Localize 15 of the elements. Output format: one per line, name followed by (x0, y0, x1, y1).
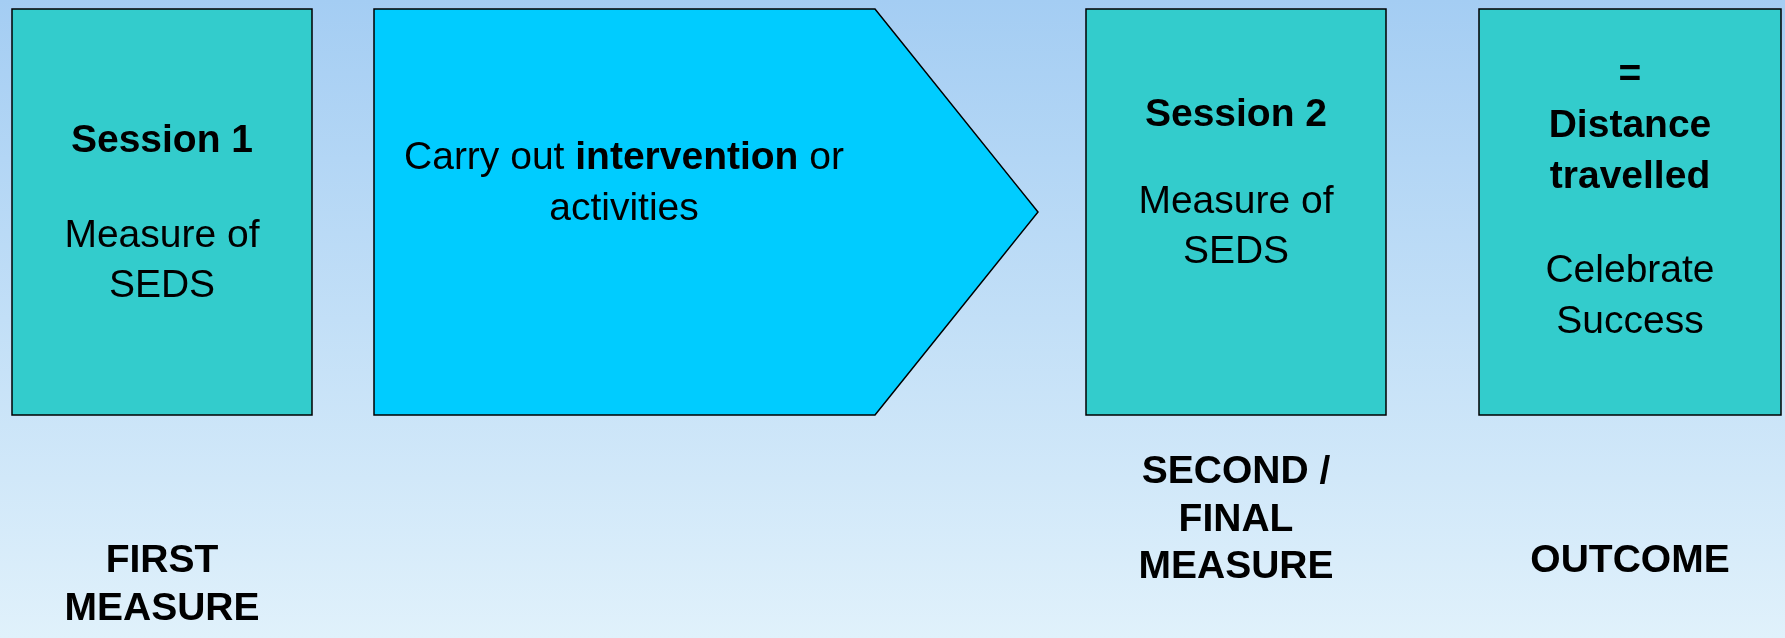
box-text: Carry out intervention or activities (403, 133, 845, 230)
process-box (1478, 8, 1782, 416)
box-text: Session 2 (1144, 89, 1328, 136)
stage-caption: SECOND / FINAL MEASURE (1137, 447, 1335, 589)
box-text: = (1618, 50, 1642, 97)
box-text: Measure of SEDS (1137, 176, 1335, 274)
box-text: Session 1 (70, 115, 254, 162)
stage-caption: FIRST MEASURE (63, 536, 261, 630)
box-text: Celebrate Success (1544, 246, 1716, 344)
process-box (1085, 8, 1387, 416)
process-box (11, 8, 313, 416)
stage-caption: OUTCOME (1529, 536, 1731, 582)
box-text: Distance travelled (1547, 100, 1713, 198)
chevron-arrow-shape (373, 8, 1039, 416)
box-text: Measure of SEDS (63, 210, 261, 308)
